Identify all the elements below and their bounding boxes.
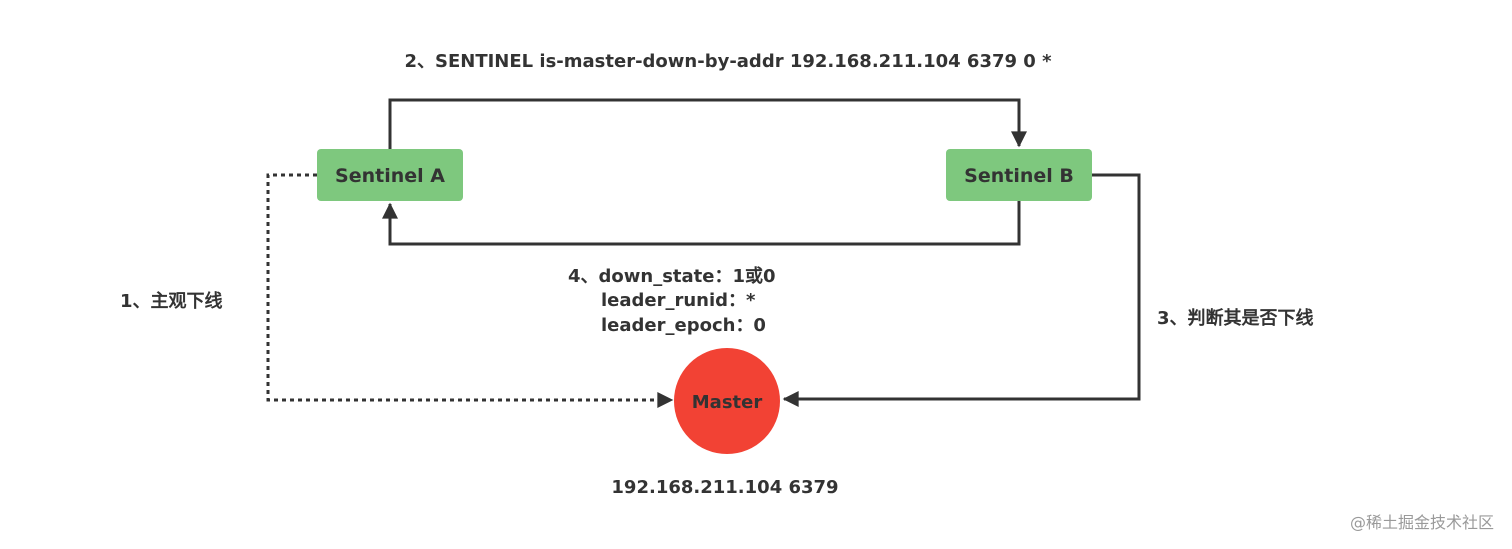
node-sentinel-b: Sentinel B [946,149,1092,201]
edge-reply-line-1: 4、down_state：1或0 [568,265,776,287]
edge-query-command [388,98,1027,149]
master-label: Master [692,392,763,413]
edge-subjective-down-label: 1、主观下线 [120,290,223,312]
node-sentinel-a: Sentinel A [317,149,463,201]
edge-subjective-down [266,173,674,408]
edge-reply-line-2: leader_runid：* [601,290,756,311]
edge-judge-down-label: 3、判断其是否下线 [1157,307,1314,329]
watermark: @稀土掘金技术社区 [1350,513,1494,532]
edge-reply-line-3: leader_epoch：0 [601,315,766,336]
edge-reply [382,201,1021,246]
edge-judge-down [782,173,1141,407]
sentinel-b-label: Sentinel B [964,165,1074,187]
sentinel-a-label: Sentinel A [335,165,445,187]
master-address: 192.168.211.104 6379 [611,477,838,498]
edge-query-command-label: 2、SENTINEL is-master-down-by-addr 192.16… [404,51,1052,72]
node-master: Master [674,348,780,454]
